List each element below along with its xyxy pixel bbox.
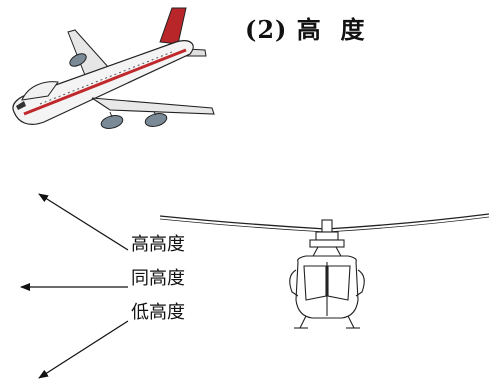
- label-high-altitude: 高高度: [131, 234, 185, 255]
- label-same-altitude: 同高度: [131, 268, 185, 289]
- helicopter-icon: [159, 213, 489, 329]
- diagram-title: (2) 高 度: [245, 15, 366, 44]
- arrow-up-left-icon: [38, 193, 129, 251]
- airliner-icon: [12, 7, 215, 129]
- arrow-down-left-icon: [38, 320, 129, 379]
- label-low-altitude: 低高度: [131, 302, 185, 323]
